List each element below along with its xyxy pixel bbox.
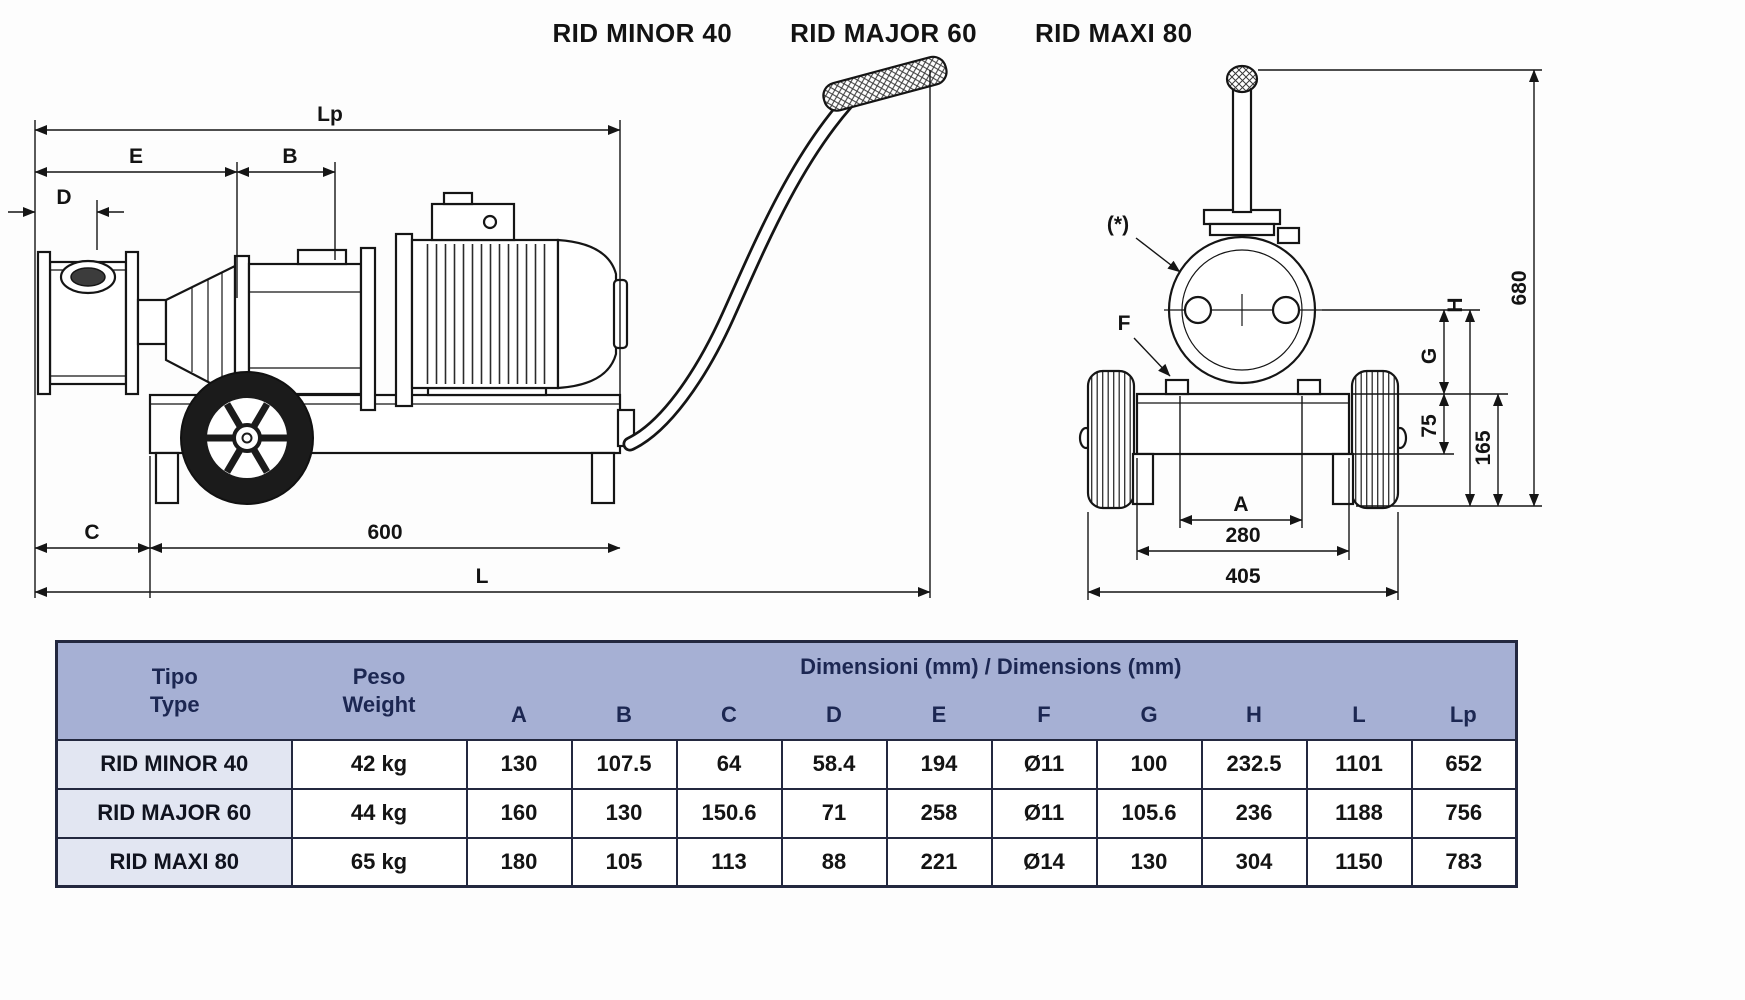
weight-column-header: Peso Weight <box>291 641 467 740</box>
dim-cell: 100 <box>1095 738 1203 790</box>
col-header-f: F <box>991 691 1097 740</box>
dim-label-f: F <box>1118 312 1131 335</box>
dim-label-165: 165 <box>1472 430 1495 465</box>
dim-cell: 232.5 <box>1200 738 1308 790</box>
col-header-d: D <box>781 691 887 740</box>
dim-cell: 194 <box>885 738 993 790</box>
gearbox <box>233 232 414 412</box>
front-handle <box>1202 64 1282 237</box>
table-row-rid-maxi-80: RID MAXI 80 65 kg 180 105 113 88 221 Ø14… <box>55 836 1518 888</box>
weight-cell: 42 kg <box>290 738 468 790</box>
row-label: RID MAJOR 60 <box>55 787 293 839</box>
dim-cell: 756 <box>1410 787 1518 839</box>
table-row-rid-major-60: RID MAJOR 60 44 kg 160 130 150.6 71 258 … <box>55 787 1518 839</box>
weight-header-it: Peso <box>352 664 406 690</box>
dim-cell: 160 <box>465 787 573 839</box>
dim-label-h: H <box>1444 297 1467 312</box>
dim-cell: 105.6 <box>1095 787 1203 839</box>
dim-cell: 64 <box>675 738 783 790</box>
dim-cell: 113 <box>675 836 783 888</box>
model-titles: RID MINOR 40 RID MAJOR 60 RID MAXI 80 <box>0 18 1745 49</box>
col-header-lp: Lp <box>1411 691 1517 740</box>
dim-label-75: 75 <box>1418 414 1441 438</box>
dim-label-280: 280 <box>1225 524 1260 547</box>
row-label: RID MINOR 40 <box>55 738 293 790</box>
note-label-star: (*) <box>1107 213 1129 236</box>
dim-cell: 236 <box>1200 787 1308 839</box>
dim-label-lp: Lp <box>317 103 343 126</box>
dim-label-680: 680 <box>1508 270 1531 305</box>
dim-cell: 150.6 <box>675 787 783 839</box>
front-view <box>1078 64 1408 510</box>
handle-grip <box>822 55 948 112</box>
dim-cell: Ø11 <box>990 787 1098 839</box>
col-header-c: C <box>676 691 782 740</box>
dim-label-c: C <box>84 521 99 544</box>
dim-label-l: L <box>476 565 489 588</box>
side-view <box>36 55 948 505</box>
dim-cell: 783 <box>1410 836 1518 888</box>
wheel <box>180 371 314 505</box>
col-header-g: G <box>1096 691 1202 740</box>
technical-drawing: Lp E B D C 600 L <box>8 55 1542 600</box>
coupling <box>136 264 237 398</box>
dim-cell: Ø14 <box>990 836 1098 888</box>
pump-body-front <box>1164 226 1322 396</box>
table-row-rid-minor-40: RID MINOR 40 42 kg 130 107.5 64 58.4 194… <box>55 738 1518 790</box>
dim-label-e: E <box>129 145 143 168</box>
dimensions-table: Tipo Type Peso Weight Dimensioni (mm) / … <box>55 640 1519 888</box>
dim-cell: 221 <box>885 836 993 888</box>
weight-header-en: Weight <box>342 691 416 717</box>
front-base <box>1131 392 1355 506</box>
dim-cell: 130 <box>1095 836 1203 888</box>
weight-cell: 65 kg <box>290 836 468 888</box>
dim-label-b: B <box>282 145 297 168</box>
dimensions-table-section: Tipo Type Peso Weight Dimensioni (mm) / … <box>55 640 1519 888</box>
dim-label-a: A <box>1233 493 1248 516</box>
dim-cell: 304 <box>1200 836 1308 888</box>
dim-cell: 107.5 <box>570 738 678 790</box>
col-header-l: L <box>1306 691 1412 740</box>
dim-cell: 1101 <box>1305 738 1413 790</box>
col-header-a: A <box>466 691 572 740</box>
front-wheels <box>1078 369 1408 510</box>
type-header-it: Tipo <box>151 664 198 690</box>
dim-cell: 130 <box>570 787 678 839</box>
handle <box>616 55 948 452</box>
dim-cell: 88 <box>780 836 888 888</box>
side-view-dimensions: Lp E B D C 600 L <box>8 70 931 598</box>
dim-cell: 105 <box>570 836 678 888</box>
row-label: RID MAXI 80 <box>55 836 293 888</box>
pump-head <box>36 250 140 396</box>
dim-cell: 258 <box>885 787 993 839</box>
dim-cell: 58.4 <box>780 738 888 790</box>
title-rid-minor-40: RID MINOR 40 <box>552 18 733 48</box>
dim-cell: 71 <box>780 787 888 839</box>
dim-cell: Ø11 <box>990 738 1098 790</box>
dim-label-g: G <box>1418 348 1441 364</box>
dim-label-600: 600 <box>367 521 402 544</box>
title-rid-major-60: RID MAJOR 60 <box>790 18 977 48</box>
dim-cell: 180 <box>465 836 573 888</box>
col-header-b: B <box>571 691 677 740</box>
dim-cell: 130 <box>465 738 573 790</box>
dim-label-405: 405 <box>1225 565 1260 588</box>
type-header-en: Type <box>149 691 200 717</box>
dim-label-d: D <box>56 186 71 209</box>
dimensions-group-header: Dimensioni (mm) / Dimensions (mm) <box>466 641 1517 692</box>
front-view-dimensions: (*) F 680 H G 75 165 A <box>1087 69 1542 600</box>
dim-cell: 1188 <box>1305 787 1413 839</box>
col-header-e: E <box>886 691 992 740</box>
col-header-h: H <box>1201 691 1307 740</box>
dim-cell: 652 <box>1410 738 1518 790</box>
electric-motor <box>410 191 629 397</box>
dim-cell: 1150 <box>1305 836 1413 888</box>
weight-cell: 44 kg <box>290 787 468 839</box>
title-rid-maxi-80: RID MAXI 80 <box>1034 18 1193 48</box>
type-column-header: Tipo Type <box>56 641 292 740</box>
